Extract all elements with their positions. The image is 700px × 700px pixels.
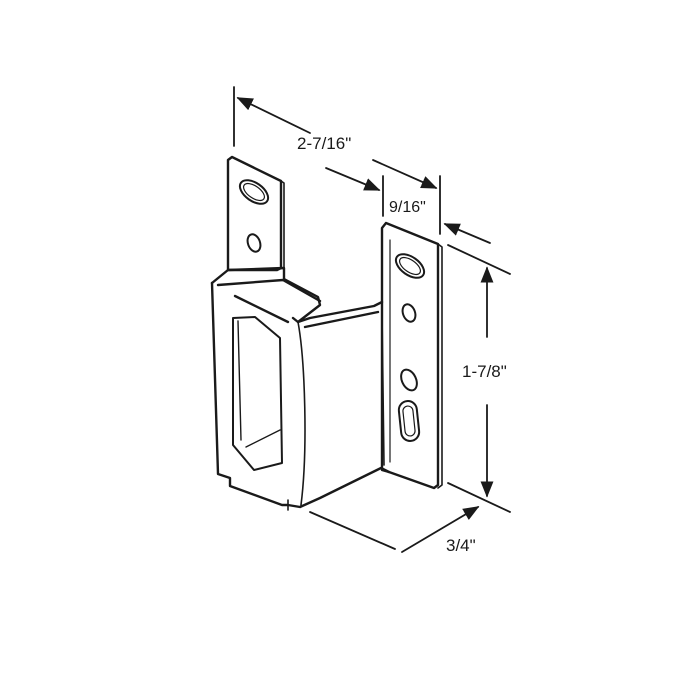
- flange-width-label: 9/16": [389, 199, 426, 216]
- height-label: 1-7/8": [462, 362, 507, 381]
- dimension-lines: [233, 86, 511, 553]
- depth-label: 3/4": [446, 536, 476, 555]
- left-tab: [226, 155, 285, 272]
- overall-width-label: 2-7/16": [297, 134, 352, 153]
- bracket-body: [210, 266, 391, 511]
- right-tab: [380, 221, 443, 490]
